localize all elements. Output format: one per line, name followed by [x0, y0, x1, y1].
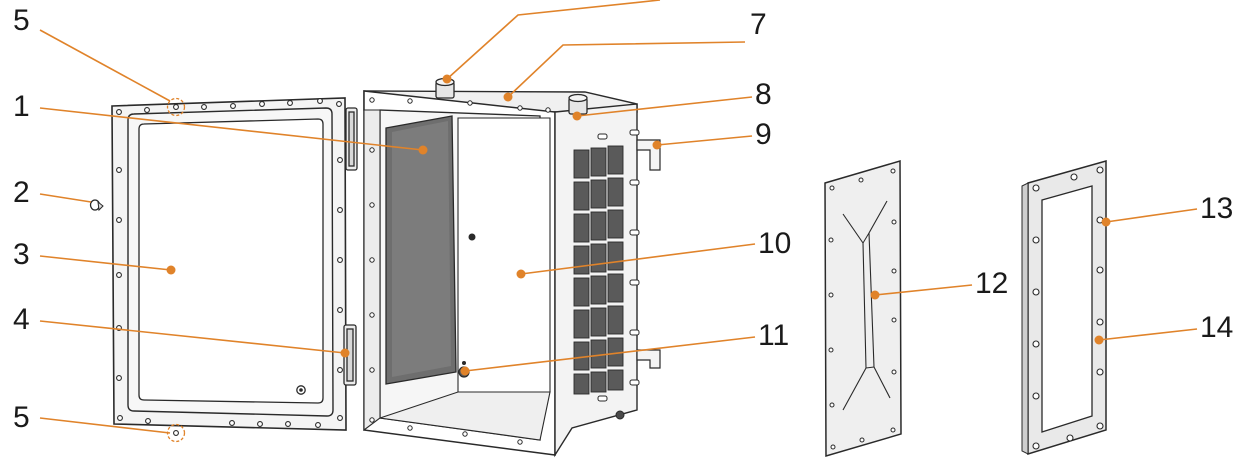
- leader-14: [1098, 328, 1198, 341]
- door-knob: [296, 385, 306, 395]
- leader-13: [1105, 208, 1198, 223]
- mount-brackets: [636, 139, 661, 369]
- leader-4: [39, 320, 346, 354]
- leader-5-top: [39, 29, 171, 102]
- leader-8: [576, 96, 753, 117]
- door-bolts: [116, 98, 343, 428]
- callout-13: 13: [1200, 192, 1234, 225]
- leader-6: [446, 0, 661, 80]
- callout-10: 10: [758, 227, 792, 260]
- leader-2: [39, 193, 92, 203]
- callout-5-bottom: 5: [13, 401, 30, 434]
- door-window-panel: [138, 118, 324, 404]
- callout-8: 8: [755, 78, 772, 111]
- leader-lines: [39, 0, 1198, 434]
- side-studs: [597, 129, 640, 402]
- leader-9: [656, 135, 753, 146]
- leader-11: [464, 336, 756, 372]
- leader-3: [39, 255, 172, 271]
- top-hinge-detail-circle: [166, 97, 186, 117]
- loose-bolt: [89, 199, 104, 212]
- cabinet-bolts: [369, 97, 551, 445]
- callout-1: 1: [13, 90, 30, 123]
- callout-7: 7: [750, 8, 767, 41]
- leader-endpoints: [166, 74, 1111, 376]
- callout-3: 3: [13, 238, 30, 271]
- leader-12: [874, 284, 973, 296]
- cabinet-floor: [379, 391, 551, 441]
- callout-14: 14: [1200, 311, 1234, 344]
- door-hinges: [343, 107, 358, 386]
- callout-12: 12: [975, 267, 1009, 300]
- leader-5-bottom: [39, 417, 171, 434]
- seal-gasket-panel: [824, 159, 902, 458]
- cabinet-body: [363, 77, 661, 458]
- mounting-frame: [1021, 160, 1107, 456]
- callout-2: 2: [13, 176, 30, 209]
- callout-4: 4: [13, 303, 30, 336]
- leader-10: [520, 243, 756, 275]
- cabinet-back-wall: [457, 117, 551, 393]
- door-assembly: [111, 97, 358, 443]
- callout-5-top: 5: [13, 4, 30, 37]
- leader-1: [39, 107, 424, 151]
- callout-11: 11: [758, 319, 790, 352]
- callout-9: 9: [755, 118, 772, 151]
- leader-7: [507, 41, 746, 98]
